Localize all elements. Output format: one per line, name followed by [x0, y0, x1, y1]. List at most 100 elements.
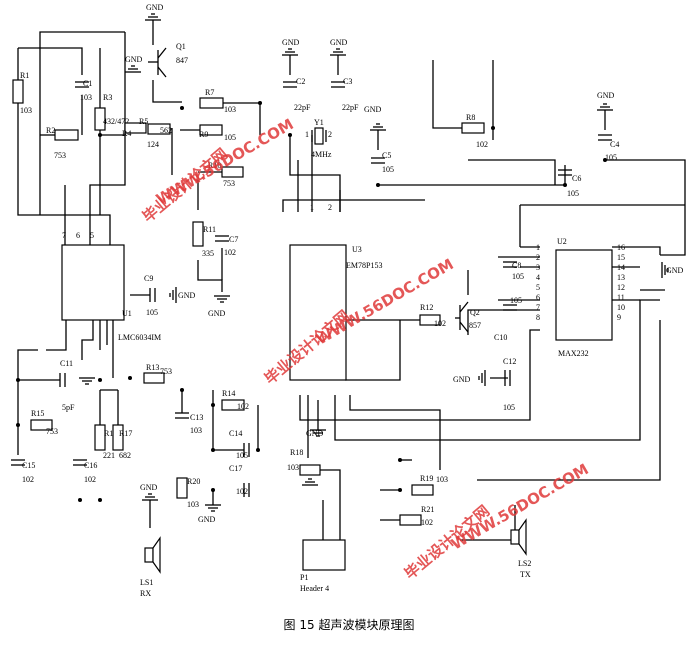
r14-label: R14 [222, 389, 235, 398]
c9-value: 105 [146, 308, 158, 317]
u2-label: U2 [557, 237, 567, 246]
c13-label: C13 [190, 413, 203, 422]
u2-pin-right: 14 [617, 263, 625, 272]
c2-label: C2 [296, 77, 305, 86]
u1-pin7: 7 [62, 231, 66, 240]
u3-label: U3 [352, 245, 362, 254]
c13-value: 103 [190, 426, 202, 435]
c15-label: C15 [22, 461, 35, 470]
u1-label: U1 [122, 309, 132, 318]
r15-label: R15 [31, 409, 44, 418]
r10-label: R10 [208, 161, 221, 170]
r21-label: R21 [421, 505, 434, 514]
c17-value: 102 [236, 487, 248, 496]
r15-value: 753 [46, 427, 58, 436]
gnd-label: GND [125, 55, 143, 64]
c12-value: 105 [503, 403, 515, 412]
r12-label: R12 [420, 303, 433, 312]
r13-label: R13 [146, 363, 159, 372]
resistor-r21 [399, 514, 422, 526]
capacitor-c2 [283, 81, 297, 88]
u2-pin-left: 1 [536, 243, 540, 252]
u2-pin-left: 3 [536, 263, 540, 272]
gnd-c4: GND [597, 91, 615, 111]
c17-label: C17 [229, 464, 242, 473]
c1-label: C1 [83, 79, 92, 88]
u2-pin-left: 2 [536, 253, 540, 262]
c15-value: 102 [22, 475, 34, 484]
capacitor-c1 [75, 81, 89, 88]
c10-value: 105 [510, 296, 522, 305]
watermark-url-1: WWW.56DOC.COM [153, 115, 297, 208]
c2-value: 22pF [294, 103, 311, 112]
q2-label: Q2 [470, 308, 480, 317]
c11-label: C11 [60, 359, 73, 368]
crystal-y1: Y1 4MHz 1 2 [305, 118, 332, 159]
c12-label: C12 [503, 357, 516, 366]
c14-value: 105 [236, 451, 248, 460]
gnd-label: GND [330, 38, 348, 47]
resistor-r9 [199, 124, 223, 136]
c8-label: C8 [512, 261, 521, 270]
gnd-label: GND [364, 105, 382, 114]
resistor-r8 [461, 122, 485, 134]
capacitor-c14 [243, 443, 250, 457]
r8-value: 102 [476, 140, 488, 149]
c4-value: 105 [605, 153, 617, 162]
capacitor-c6 [558, 169, 572, 176]
q2-value: 857 [469, 321, 481, 330]
r2-label: R2 [46, 126, 55, 135]
r12-value: 102 [434, 319, 446, 328]
resistor-r12 [419, 314, 441, 326]
gnd-ls1: GND [140, 483, 158, 501]
r9-label: R9 [199, 130, 208, 139]
header-p1: P1 Header 4 [300, 539, 346, 593]
capacitor-c3 [331, 81, 345, 88]
u2-pin-right: 15 [617, 253, 625, 262]
ls1-label: LS1 [140, 578, 153, 587]
c14-label: C14 [229, 429, 242, 438]
u1-pin5: 5 [90, 231, 94, 240]
resistor-r17 [112, 424, 124, 451]
u1-pin6: 6 [76, 231, 80, 240]
resistors: R1 103 R2 753 R3 432/472 R4 124 R5 562 R… [12, 71, 488, 527]
junctions [16, 101, 607, 502]
capacitor-c10 [503, 304, 517, 311]
r4-label: R4 [122, 129, 131, 138]
c7-label: C7 [229, 235, 238, 244]
capacitor-c16 [73, 459, 87, 466]
capacitor-c15 [11, 459, 25, 466]
ls1-value: RX [140, 589, 151, 598]
u2-pin-left: 7 [536, 303, 540, 312]
r8-label: R8 [466, 113, 475, 122]
u3-pin2: 2 [328, 203, 332, 212]
c6-value: 105 [567, 189, 579, 198]
r16-value: 221 [103, 451, 115, 460]
resistor-r13 [143, 372, 165, 384]
ls2-value: TX [520, 570, 531, 579]
c11-value: 5pF [62, 403, 75, 412]
q1-value: 847 [176, 56, 188, 65]
r5-label: R5 [139, 117, 148, 126]
u2-pin-right: 11 [617, 293, 625, 302]
y1-value: 4MHz [311, 150, 332, 159]
gnd-label: GND [140, 483, 158, 492]
gnd-q1: GND [145, 3, 164, 21]
u2-pin-left: 8 [536, 313, 540, 322]
r11-label: R11 [203, 225, 216, 234]
gnd-label-c12: GND [453, 375, 471, 384]
c5-label: C5 [382, 151, 391, 160]
u2-value: MAX232 [558, 349, 589, 358]
resistor-r7 [199, 97, 224, 109]
resistor-r1 [12, 79, 24, 104]
r18-value: 103 [287, 463, 299, 472]
r5-value: 562 [160, 126, 172, 135]
capacitor-c7 [215, 235, 229, 242]
c3-value: 22pF [342, 103, 359, 112]
capacitors: C1 103 C2 22pF C3 22pF C5 105 C4 105 C6 … [11, 77, 619, 497]
r20-label: R20 [187, 477, 200, 486]
r1-label: R1 [20, 71, 29, 80]
capacitor-c12 [504, 370, 511, 386]
